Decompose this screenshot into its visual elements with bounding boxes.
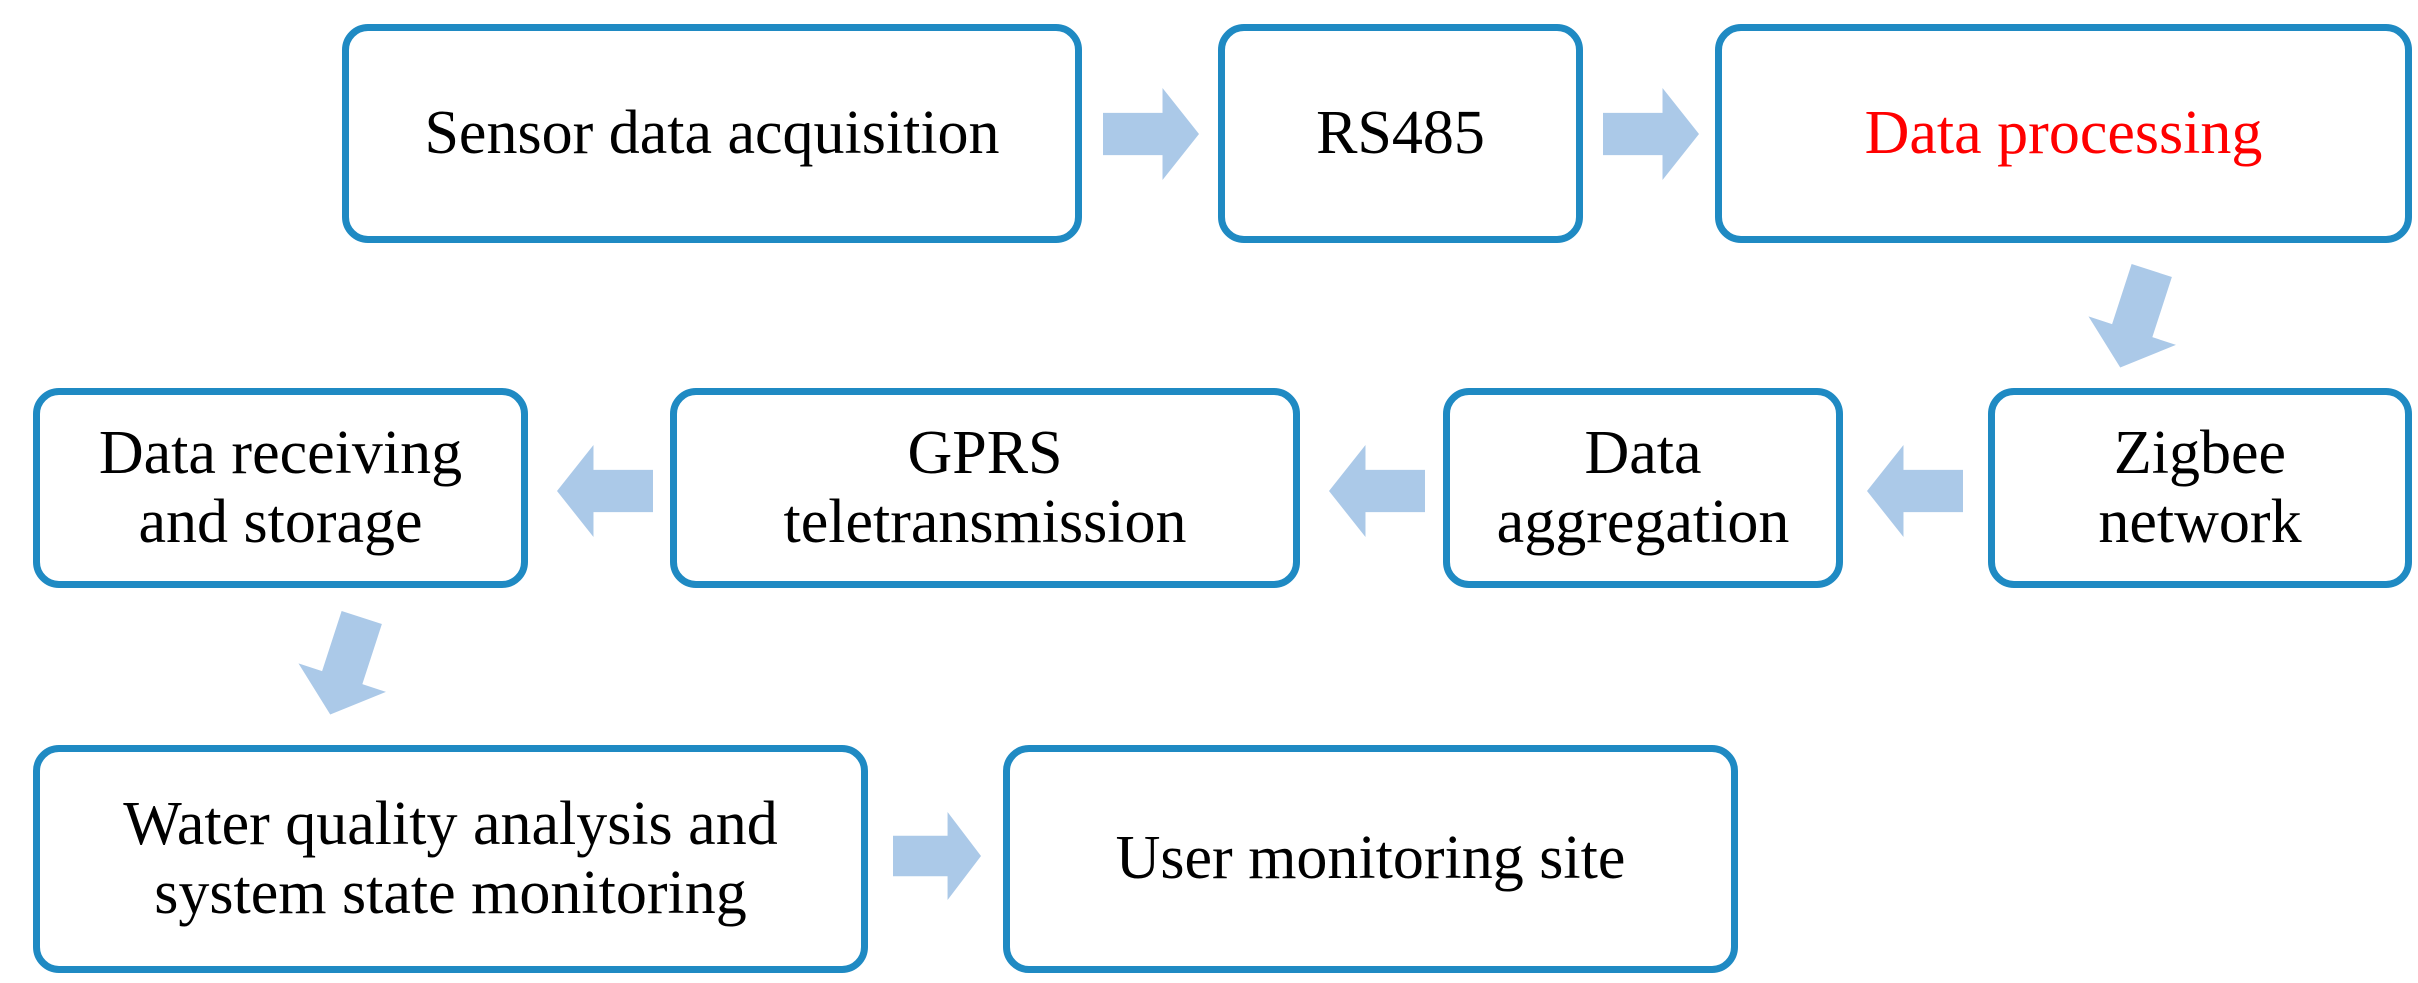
arrow-gprs-to-data-receiving-icon	[557, 445, 653, 537]
arrow-rs485-to-data-processing-icon	[1603, 88, 1699, 180]
node-user-monitoring-site[interactable]: User monitoring site	[1003, 745, 1738, 973]
node-label-data-receiving-and-storage: Data receiving and storage	[98, 418, 463, 556]
node-sensor-data-acquisition[interactable]: Sensor data acquisition	[342, 24, 1082, 243]
node-label-zigbee-network: Zigbee network	[2098, 418, 2302, 556]
node-data-processing[interactable]: Data processing	[1715, 24, 2412, 243]
arrow-zigbee-to-data-aggregation-icon	[1867, 445, 1963, 537]
node-data-receiving-and-storage[interactable]: Data receiving and storage	[33, 388, 528, 588]
node-data-aggregation[interactable]: Data aggregation	[1443, 388, 1843, 588]
arrow-data-aggregation-to-gprs-icon	[1329, 445, 1425, 537]
node-label-rs485: RS485	[1316, 98, 1485, 167]
node-label-user-monitoring-site: User monitoring site	[1115, 824, 1626, 893]
node-label-data-aggregation: Data aggregation	[1496, 418, 1790, 556]
node-label-sensor-data-acquisition: Sensor data acquisition	[424, 98, 1000, 167]
node-water-quality-analysis[interactable]: Water quality analysis and system state …	[33, 745, 868, 973]
arrow-water-quality-to-user-site-icon	[893, 812, 981, 900]
arrow-data-receiving-to-water-quality-icon	[286, 603, 405, 728]
node-label-water-quality-analysis: Water quality analysis and system state …	[123, 789, 778, 927]
node-label-gprs-teletransmission: GPRS teletransmission	[783, 418, 1187, 556]
arrow-data-processing-to-zigbee-icon	[2076, 256, 2195, 381]
node-gprs-teletransmission[interactable]: GPRS teletransmission	[670, 388, 1300, 588]
node-label-data-processing: Data processing	[1864, 98, 2263, 167]
node-zigbee-network[interactable]: Zigbee network	[1988, 388, 2412, 588]
node-rs485[interactable]: RS485	[1218, 24, 1583, 243]
arrow-sensor-to-rs485-icon	[1103, 88, 1199, 180]
